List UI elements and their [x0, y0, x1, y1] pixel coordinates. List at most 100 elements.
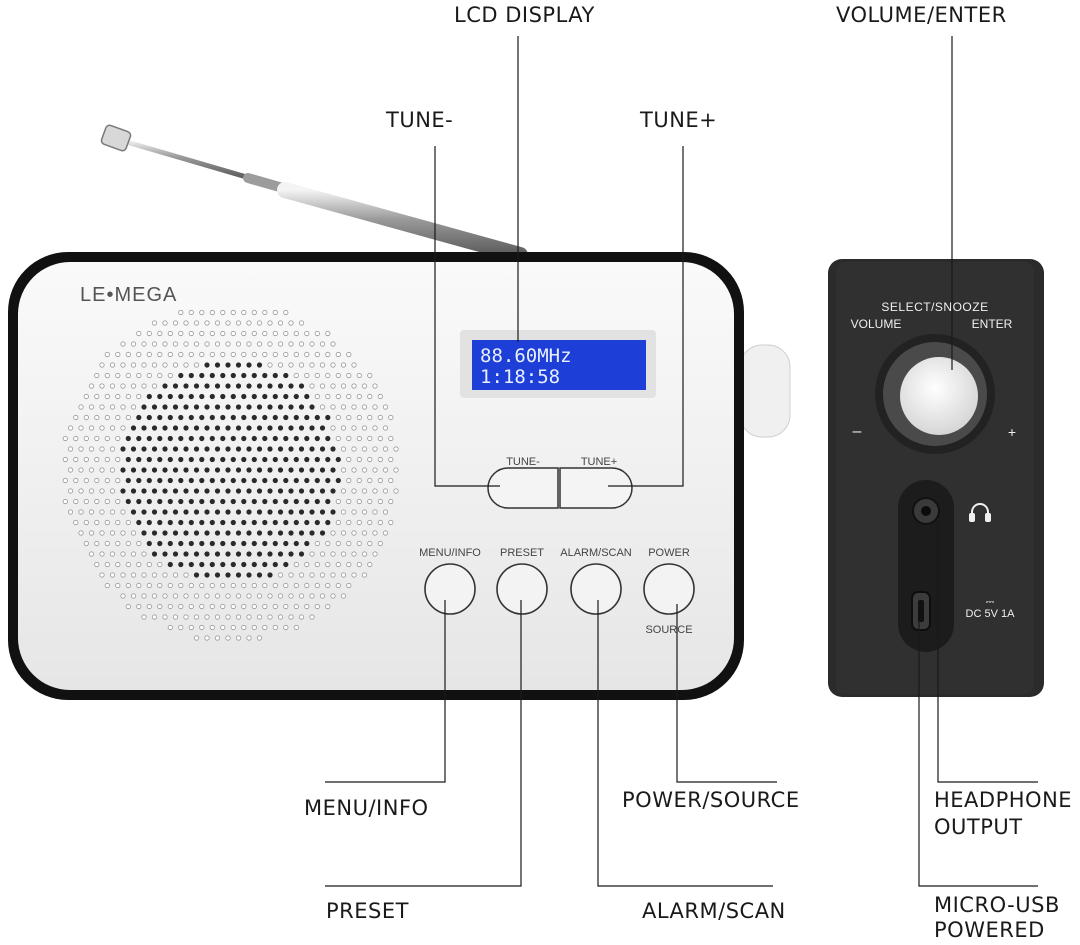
grille-hole — [167, 372, 173, 379]
grille-hole — [209, 393, 215, 400]
grille-hole — [162, 320, 168, 326]
grille-hole — [204, 509, 210, 515]
grille-hole — [162, 404, 168, 410]
grille-hole — [146, 414, 152, 421]
grille-hole — [351, 551, 357, 557]
grille-hole — [225, 383, 231, 389]
leader-micro-usb — [918, 622, 1038, 887]
grille-hole — [220, 603, 226, 610]
grille-hole — [251, 603, 257, 610]
grille-hole — [78, 404, 84, 410]
grille-hole — [262, 435, 268, 442]
lcd-frequency: 88.60MHz — [480, 345, 572, 367]
grille-hole — [319, 446, 326, 452]
preset-button[interactable] — [496, 563, 548, 615]
grille-hole — [246, 509, 252, 515]
grille-hole — [188, 519, 194, 526]
grille-hole — [235, 425, 242, 431]
alarm-scan-button[interactable] — [570, 563, 622, 615]
grille-hole — [204, 341, 210, 347]
grille-hole — [230, 561, 236, 568]
grille-hole — [293, 519, 299, 526]
grille-hole — [283, 351, 289, 358]
grille-hole — [151, 614, 158, 620]
grille-hole — [361, 383, 368, 389]
grille-hole — [367, 435, 373, 442]
grille-hole — [204, 593, 210, 599]
grille-hole — [188, 540, 194, 547]
leader-tune-minus — [434, 146, 500, 487]
grille-hole — [193, 362, 200, 368]
power-button[interactable] — [643, 563, 695, 615]
grille-hole — [246, 341, 252, 347]
menu-info-button[interactable] — [424, 563, 476, 615]
grille-hole — [172, 593, 179, 599]
grille-hole — [209, 603, 215, 610]
tune-plus-button[interactable] — [559, 467, 633, 509]
grille-hole — [183, 404, 189, 410]
grille-hole — [151, 530, 158, 536]
grille-hole — [162, 425, 168, 431]
grille-hole — [230, 309, 236, 316]
grille-hole — [157, 435, 163, 442]
grille-hole — [151, 446, 158, 452]
tune-minus-button[interactable] — [487, 467, 559, 509]
grille-hole — [146, 519, 152, 526]
grille-hole — [262, 393, 268, 400]
preset-label: PRESET — [500, 547, 544, 559]
grille-hole — [298, 383, 305, 389]
grille-hole — [220, 372, 226, 379]
grille-hole — [377, 393, 383, 400]
grille-hole — [335, 477, 341, 484]
grille-hole — [94, 561, 100, 568]
grille-hole — [125, 603, 131, 610]
grille-hole — [256, 488, 263, 494]
grille-hole — [220, 309, 226, 316]
grille-hole — [277, 572, 284, 578]
grille-hole — [330, 404, 336, 410]
grille-hole — [325, 414, 331, 421]
grille-hole — [388, 414, 394, 421]
grille-hole — [267, 446, 273, 452]
grille-hole — [188, 603, 194, 610]
grille-hole — [283, 477, 289, 484]
grille-hole — [388, 435, 394, 442]
grille-hole — [214, 467, 221, 473]
grille-hole — [251, 624, 257, 631]
grille-hole — [141, 551, 147, 557]
grille-hole — [172, 530, 179, 536]
grille-hole — [351, 446, 357, 452]
grille-hole — [340, 467, 347, 473]
grille-hole — [162, 572, 168, 578]
grille-hole — [361, 530, 368, 536]
grille-hole — [88, 404, 95, 410]
grille-hole — [288, 341, 294, 347]
grille-hole — [251, 477, 257, 484]
grille-hole — [230, 330, 236, 337]
grille-hole — [298, 404, 305, 410]
grille-hole — [298, 320, 305, 326]
grille-hole — [288, 614, 294, 620]
grille-hole — [241, 603, 247, 610]
grille-hole — [256, 509, 263, 515]
grille-hole — [88, 530, 95, 536]
grille-hole — [335, 540, 341, 547]
grille-hole — [130, 362, 137, 368]
grille-hole — [167, 435, 173, 442]
grille-hole — [136, 456, 142, 463]
grille-hole — [193, 530, 200, 536]
grille-hole — [367, 540, 373, 547]
grille-hole — [120, 341, 126, 347]
grille-hole — [146, 603, 152, 610]
grille-hole — [314, 372, 320, 379]
callout-alarm-scan: ALARM/SCAN — [642, 899, 786, 923]
volume-enter-knob[interactable] — [900, 357, 978, 435]
grille-hole — [183, 509, 189, 515]
grille-hole — [204, 572, 210, 578]
grille-hole — [230, 498, 236, 505]
callout-power-source: POWER/SOURCE — [622, 788, 800, 812]
grille-hole — [193, 593, 200, 599]
grille-hole — [167, 498, 173, 505]
grille-hole — [209, 561, 215, 568]
grille-hole — [225, 341, 231, 347]
